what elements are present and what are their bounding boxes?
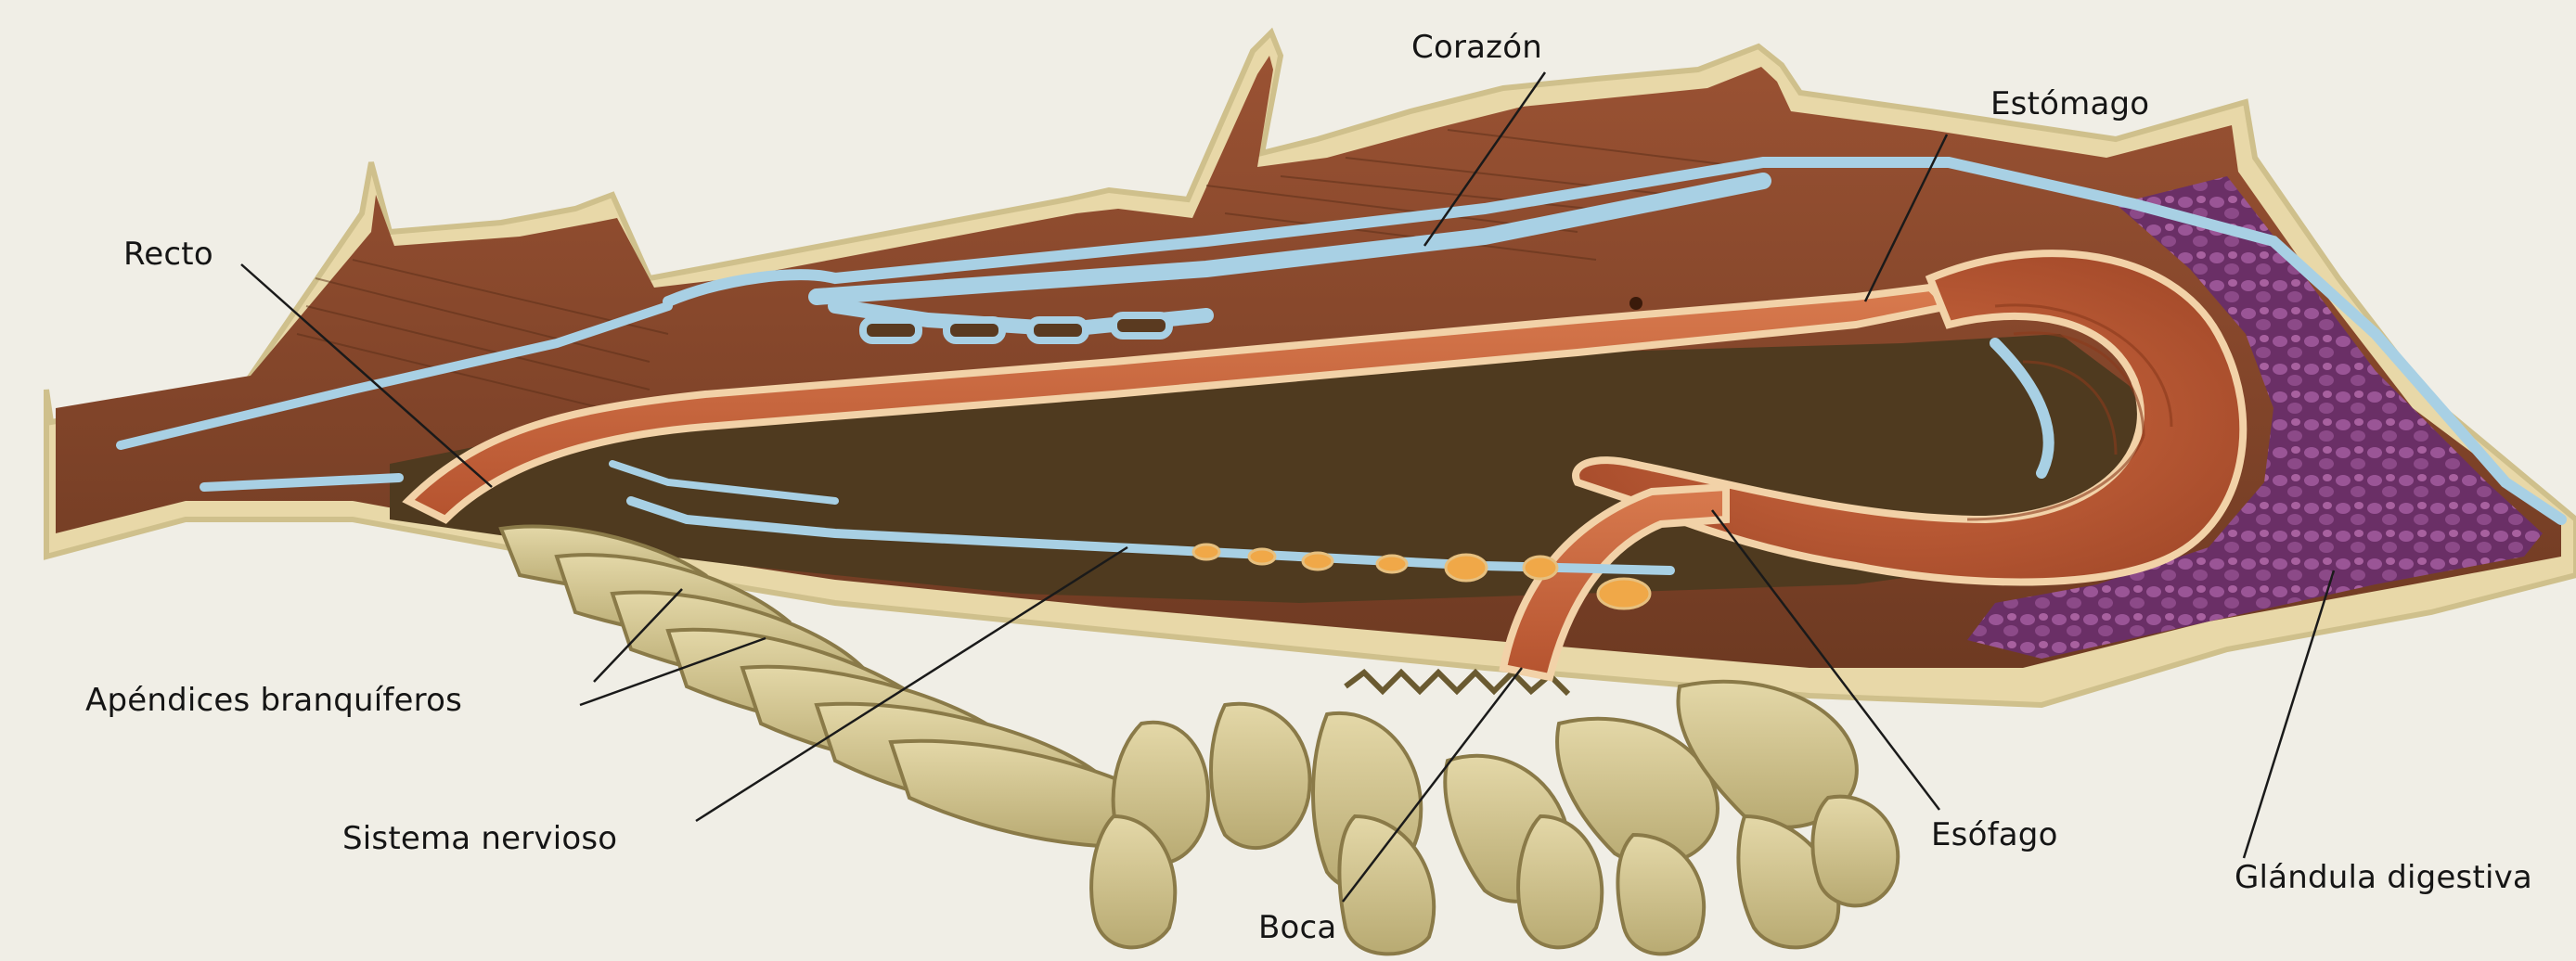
label-sistema-nervioso: Sistema nervioso bbox=[342, 823, 617, 854]
label-recto: Recto bbox=[123, 238, 213, 270]
label-esofago: Esófago bbox=[1931, 819, 2058, 851]
label-estomago: Estómago bbox=[1990, 88, 2149, 120]
gut-spot bbox=[1629, 297, 1642, 310]
label-apendices-branquiferos: Apéndices branquíferos bbox=[85, 685, 462, 716]
label-boca: Boca bbox=[1258, 912, 1336, 943]
label-glandula-digestiva: Glándula digestiva bbox=[2235, 862, 2532, 893]
label-corazon: Corazón bbox=[1411, 32, 1542, 63]
mouth-appendages bbox=[1091, 682, 1898, 955]
